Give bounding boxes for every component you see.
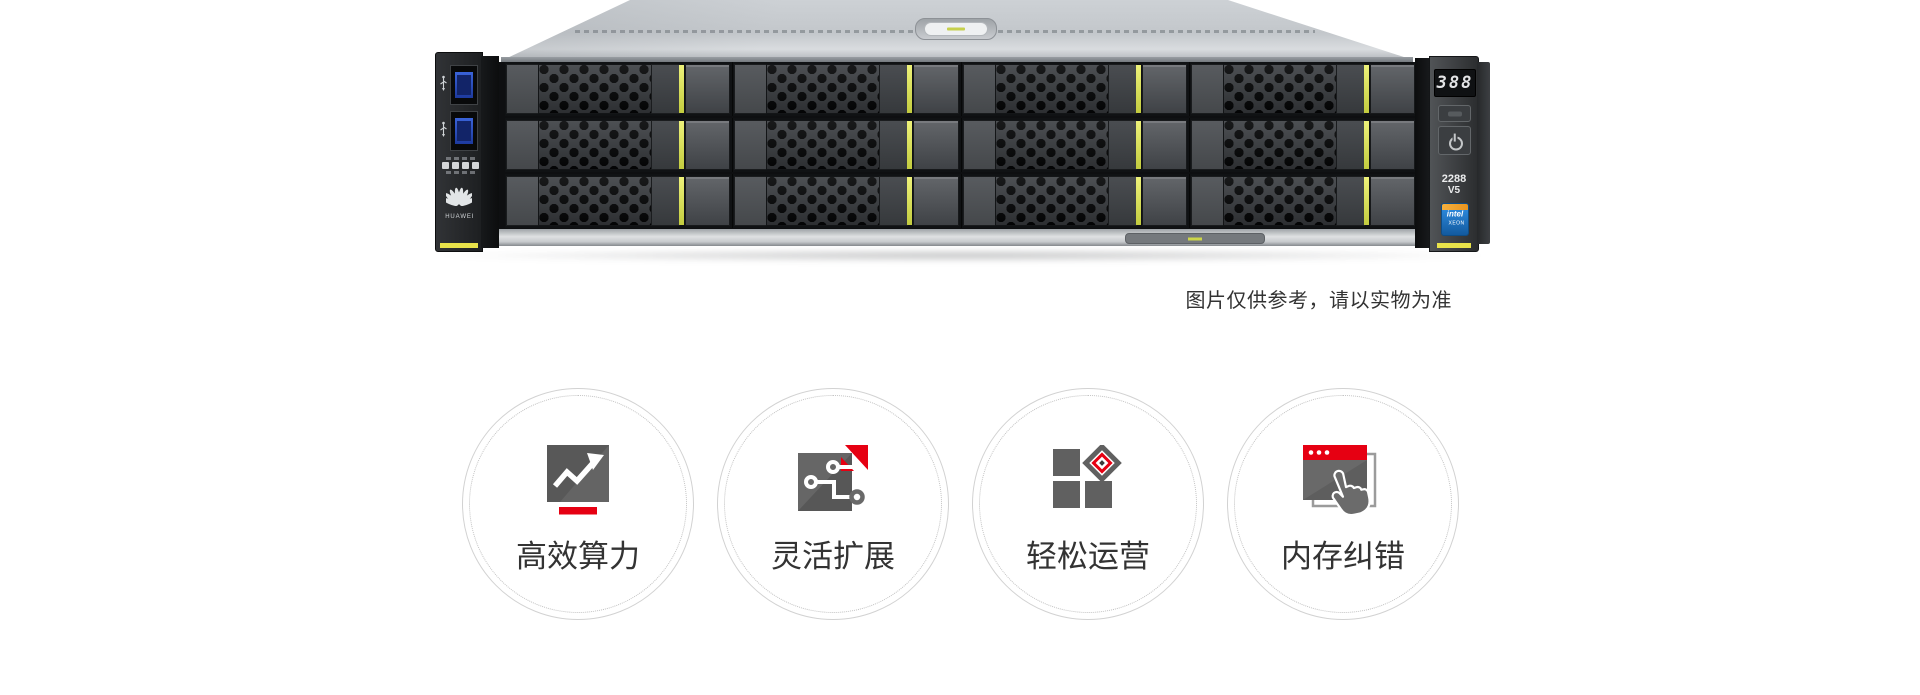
- indicator-led-grid: [441, 157, 479, 176]
- drive-handle: [1369, 176, 1415, 226]
- circuit-expand-icon: [798, 445, 868, 511]
- drive-bay-row-3: [505, 174, 1417, 228]
- disclaimer-text: 图片仅供参考，请以实物为准: [1185, 290, 1452, 312]
- drive-led-strip: [907, 65, 913, 113]
- drive-mesh: [994, 120, 1109, 170]
- uid-button: [1438, 105, 1471, 122]
- ear-yellow-strip: [440, 243, 478, 248]
- drive-mesh: [766, 120, 881, 170]
- server-shadow: [440, 249, 1485, 262]
- drive-mesh: [766, 64, 881, 114]
- chassis-front-lip: [501, 57, 1413, 63]
- drive-handle: [1141, 120, 1187, 170]
- drive-bay-row-2: [505, 118, 1417, 172]
- drive-led-strip: [907, 177, 913, 225]
- drive-mesh: [1222, 176, 1337, 226]
- drive-mesh: [538, 64, 652, 114]
- usb-icon: [440, 121, 447, 137]
- drive-handle: [1369, 64, 1415, 114]
- power-button: [1438, 126, 1471, 155]
- ear-hinge: [1415, 58, 1429, 248]
- drive-bay: [1189, 174, 1417, 228]
- drive-bay: [961, 62, 1190, 116]
- trend-chart-icon: [547, 445, 609, 515]
- drive-led-strip: [679, 65, 684, 113]
- usb-port: [450, 111, 478, 151]
- drive-bay: [505, 174, 734, 228]
- ear-bracket: [1477, 62, 1490, 244]
- feature-circle-memory: 内存纠错: [1227, 388, 1459, 620]
- bottom-rail: [495, 229, 1419, 246]
- drive-handle: [1141, 176, 1187, 226]
- drive-mesh: [994, 176, 1109, 226]
- model-label: 2288 V5: [1441, 173, 1467, 196]
- drive-bay: [1189, 118, 1417, 172]
- usb-port: [450, 65, 478, 105]
- feature-label: 轻松运营: [1026, 539, 1150, 574]
- rail-latch: [1125, 233, 1265, 244]
- intel-xeon-badge: intel XEON: [1441, 203, 1469, 236]
- drive-led-strip: [1135, 121, 1141, 169]
- drive-bay-row-1: [505, 62, 1417, 116]
- huawei-brand-label: HUAWEI: [445, 213, 475, 220]
- drive-led-strip: [1363, 121, 1369, 169]
- server-product-image: HUAWEI 388 2288 V5: [435, 0, 1490, 262]
- drive-handle: [685, 64, 731, 114]
- window-hand-icon: [1303, 445, 1377, 517]
- feature-list: 高效算力 灵活扩展: [462, 388, 1459, 620]
- drive-bay: [733, 174, 962, 228]
- drive-led-strip: [907, 121, 913, 169]
- top-cover-latch: [915, 18, 997, 40]
- feature-label: 内存纠错: [1281, 539, 1405, 574]
- drive-mesh: [538, 176, 652, 226]
- drive-bay: [733, 62, 962, 116]
- drive-handle: [1369, 120, 1415, 170]
- drive-mesh: [1222, 120, 1337, 170]
- blocks-icon: [1053, 445, 1122, 508]
- drive-bay: [733, 118, 962, 172]
- usb-icon: [440, 75, 447, 91]
- drive-bay: [961, 174, 1190, 228]
- server-right-ear: 388 2288 V5 intel XEON: [1415, 56, 1490, 252]
- ear-hinge: [481, 56, 499, 248]
- drive-handle: [1141, 64, 1187, 114]
- drive-handle: [685, 120, 731, 170]
- drive-mesh: [1222, 64, 1337, 114]
- feature-label: 高效算力: [516, 539, 640, 574]
- feature-circle-expansion: 灵活扩展: [717, 388, 949, 620]
- server-front-face: [499, 62, 1417, 229]
- feature-label: 灵活扩展: [771, 539, 895, 574]
- drive-led-strip: [1363, 65, 1369, 113]
- drive-handle: [685, 176, 731, 226]
- drive-led-strip: [679, 177, 684, 225]
- drive-handle: [913, 64, 959, 114]
- ear-yellow-strip: [1437, 243, 1471, 248]
- drive-bay: [961, 118, 1190, 172]
- drive-bay: [1189, 62, 1417, 116]
- drive-bay: [505, 118, 734, 172]
- drive-led-strip: [679, 121, 684, 169]
- drive-led-strip: [1363, 177, 1369, 225]
- drive-mesh: [766, 176, 881, 226]
- drive-bay: [505, 62, 734, 116]
- huawei-logo-icon: [446, 187, 472, 206]
- drive-led-strip: [1135, 177, 1141, 225]
- feature-circle-operation: 轻松运营: [972, 388, 1204, 620]
- drive-mesh: [538, 120, 652, 170]
- drive-mesh: [994, 64, 1109, 114]
- server-left-ear: HUAWEI: [435, 52, 499, 252]
- feature-circle-computing: 高效算力: [462, 388, 694, 620]
- status-display: 388: [1434, 69, 1476, 97]
- drive-handle: [913, 176, 959, 226]
- drive-led-strip: [1135, 65, 1141, 113]
- drive-handle: [913, 120, 959, 170]
- power-icon: [1448, 133, 1463, 151]
